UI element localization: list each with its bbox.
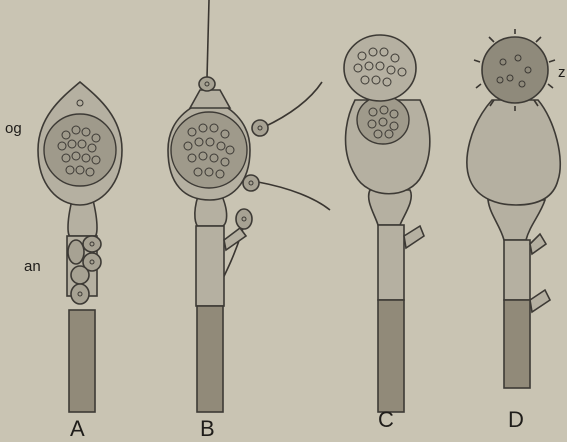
panel-a-filament xyxy=(69,310,95,412)
panel-b-filament xyxy=(197,306,223,412)
panel-d-antheridium xyxy=(504,240,530,300)
panel-a-oosphere xyxy=(44,114,116,186)
panel-label-a: A xyxy=(70,416,85,441)
panel-c-antheridium xyxy=(378,225,404,300)
panel-b-branch xyxy=(224,228,246,250)
panel-d-filament xyxy=(504,300,530,388)
panel-d-oogonium xyxy=(467,100,560,205)
panel-d xyxy=(467,29,560,388)
label-z: z xyxy=(558,64,566,81)
panel-label-d: D xyxy=(508,407,524,432)
panel-label-b: B xyxy=(200,416,215,441)
panel-b-flagellum-1 xyxy=(207,0,209,78)
panel-b-oosphere xyxy=(171,112,247,188)
panel-b-flagellum-3 xyxy=(258,182,330,210)
panel-c xyxy=(344,35,430,412)
label-og: og xyxy=(5,120,22,137)
panel-label-c: C xyxy=(378,407,394,432)
panel-c-stalk xyxy=(369,190,412,225)
panel-d-branch-2 xyxy=(530,290,550,312)
panel-b-antheridium xyxy=(196,226,224,306)
panel-d-stalk xyxy=(488,200,545,240)
panel-c-released-egg xyxy=(344,35,416,101)
panel-a xyxy=(38,82,122,412)
panel-c-filament xyxy=(378,300,404,412)
panel-c-branch xyxy=(404,226,424,248)
label-an: an xyxy=(24,258,41,275)
panel-d-branch xyxy=(530,234,546,254)
panel-b-flagellum-2 xyxy=(262,82,322,128)
panel-d-zygote xyxy=(474,29,555,111)
panel-b xyxy=(168,0,330,412)
panel-c-oosphere xyxy=(357,96,409,144)
panel-b-beak xyxy=(190,90,230,108)
